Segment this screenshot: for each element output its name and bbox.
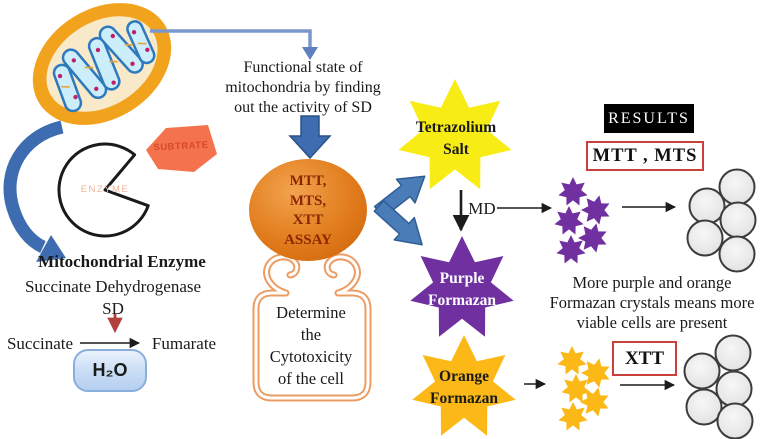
mtt-mts-result-box: MTT , MTS xyxy=(586,141,704,171)
double-arrow-icon xyxy=(373,175,426,246)
water-box: H₂O xyxy=(73,349,147,392)
substrate-shape xyxy=(146,125,217,172)
assay-circle-label: MTT, MTS, XTT ASSAY xyxy=(284,173,332,248)
xtt-result-box: XTT xyxy=(612,341,677,376)
mitochondrial-enzyme-title: Mitochondrial Enzyme xyxy=(38,252,206,271)
viable-cells-bottom xyxy=(683,334,754,439)
water-label: H₂O xyxy=(92,360,128,380)
mitochondria-to-note-connector xyxy=(150,29,318,60)
enzyme-shape-label: ENZYME xyxy=(80,184,130,195)
tetrazolium-star xyxy=(398,79,512,190)
orange-star-label: Orange Formazan xyxy=(429,368,498,407)
enzyme-shape xyxy=(57,142,150,238)
explanation-note: More purple and orange Formazan crystals… xyxy=(549,273,755,332)
curved-arrow-icon xyxy=(3,120,66,262)
md-arrow-label: MD xyxy=(468,199,496,218)
enzyme-abbreviation: SD xyxy=(102,299,124,318)
orange-formazan-crystals xyxy=(557,346,610,431)
reaction-product: Fumarate xyxy=(151,334,217,353)
flow-arrows xyxy=(80,190,677,391)
results-title: RESULTS xyxy=(608,109,690,127)
down-arrow-icon xyxy=(288,115,332,160)
vessel-shape xyxy=(252,253,372,402)
xtt-label: XTT xyxy=(624,347,665,369)
reaction-substrate: Succinate xyxy=(6,334,74,353)
assay-circle xyxy=(249,159,367,261)
functional-state-note: Functional state of mitochondria by find… xyxy=(225,59,381,116)
mtt-mts-label: MTT , MTS xyxy=(592,145,698,166)
results-title-box: RESULTS xyxy=(604,104,694,133)
enzyme-full-name: Succinate Dehydrogenase xyxy=(24,277,202,296)
viable-cells-top xyxy=(686,168,757,273)
purple-formazan-crystals xyxy=(554,177,610,264)
tetrazolium-star-label: Tetrazolium Salt xyxy=(415,119,497,158)
purple-star-label: Purple Formazan xyxy=(427,270,496,309)
purple-formazan-star xyxy=(410,236,514,337)
mitochondria-icon xyxy=(32,3,172,125)
orange-formazan-star xyxy=(412,335,516,436)
determine-note: Determine the Cytotoxicity of the cell xyxy=(269,303,353,389)
